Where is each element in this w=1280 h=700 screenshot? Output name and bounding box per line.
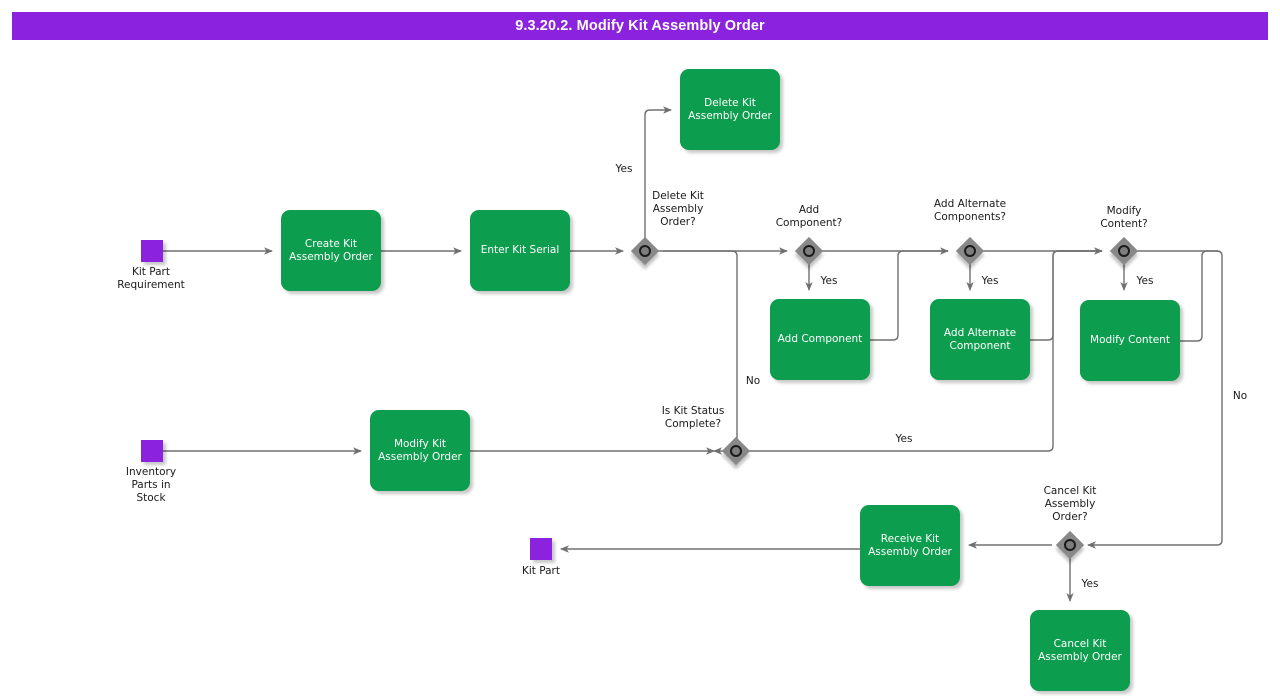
gateway-event-ring-icon <box>730 445 742 457</box>
gateway-label-delete-kit-assembly-order: Delete Kit Assembly Order? <box>652 190 704 228</box>
flow-label-yes-modify-content: Yes <box>1136 275 1154 287</box>
edge-modify-task-to-cancel-gateway <box>1180 250 1218 342</box>
task-add-component[interactable]: Add Component <box>770 299 870 380</box>
flow-label-yes-kit-status: Yes <box>895 433 913 445</box>
flow-label-no-delete: No <box>745 375 761 387</box>
gateway-event-ring-icon <box>1064 539 1076 551</box>
task-label-modify-content: Modify Content <box>1090 334 1170 346</box>
task-enter-kit-serial[interactable]: Enter Kit Serial <box>470 210 570 291</box>
task-modify-kit-assembly-order[interactable]: Modify Kit Assembly Order <box>370 410 470 491</box>
data-object-kit-part[interactable] <box>530 538 552 560</box>
task-label-add-component: Add Component <box>777 333 863 345</box>
data-object-kit-part-requirement[interactable] <box>141 240 163 262</box>
gateway-event-ring-icon <box>964 245 976 257</box>
gateway-add-component[interactable] <box>794 236 824 266</box>
gateway-label-modify-content: Modify Content? <box>1100 205 1148 230</box>
task-receive-kit-assembly-order[interactable]: Receive Kit Assembly Order <box>860 505 960 586</box>
gateway-is-kit-status-complete[interactable] <box>721 436 751 466</box>
task-label-modify-kit-assembly-order: Modify Kit Assembly Order <box>378 437 462 463</box>
task-label-create-kit-assembly-order: Create Kit Assembly Order <box>289 237 373 263</box>
gateway-event-ring-icon <box>639 245 651 257</box>
gateway-label-is-kit-status-complete: Is Kit Status Complete? <box>661 405 725 430</box>
gateway-event-ring-icon <box>1118 245 1130 257</box>
task-label-enter-kit-serial: Enter Kit Serial <box>480 244 560 256</box>
gateway-delete-kit-assembly-order[interactable] <box>630 236 660 266</box>
task-label-cancel-kit-assembly-order: Cancel Kit Assembly Order <box>1038 637 1122 663</box>
flow-label-no-modify-content: No <box>1232 390 1248 402</box>
gateway-label-cancel-kit-assembly-order: Cancel Kit Assembly Order? <box>1043 485 1097 523</box>
gateway-cancel-kit-assembly-order[interactable] <box>1055 530 1085 560</box>
flow-label-yes-add-alternate: Yes <box>981 275 999 287</box>
page-title-bar: 9.3.20.2. Modify Kit Assembly Order <box>12 12 1268 40</box>
flow-label-yes-add-component: Yes <box>820 275 838 287</box>
edge-kit-status-yes-to-modify-gateway <box>749 250 1102 452</box>
edge-delete-gateway-to-delete-task <box>644 106 672 238</box>
task-label-receive-kit-assembly-order: Receive Kit Assembly Order <box>868 532 952 558</box>
task-cancel-kit-assembly-order[interactable]: Cancel Kit Assembly Order <box>1030 610 1130 691</box>
data-object-label-inventory-parts-in-stock: Inventory Parts in Stock <box>125 466 177 504</box>
flow-label-yes-cancel: Yes <box>1081 578 1099 590</box>
gateway-event-ring-icon <box>803 245 815 257</box>
page-title: 9.3.20.2. Modify Kit Assembly Order <box>515 18 765 34</box>
task-label-delete-kit-assembly-order: Delete Kit Assembly Order <box>688 96 772 122</box>
gateway-add-alternate-components[interactable] <box>955 236 985 266</box>
task-label-add-alternate-component: Add Alternate Component <box>943 326 1017 352</box>
task-delete-kit-assembly-order[interactable]: Delete Kit Assembly Order <box>680 69 780 150</box>
data-object-label-kit-part: Kit Part <box>522 565 560 577</box>
task-modify-content[interactable]: Modify Content <box>1080 300 1180 381</box>
edge-modify-gateway-no-to-cancel-gateway <box>1087 250 1223 549</box>
edge-add-component-to-alt-gateway <box>870 250 948 341</box>
task-add-alternate-component[interactable]: Add Alternate Component <box>930 299 1030 380</box>
data-object-inventory-parts-in-stock[interactable] <box>141 440 163 462</box>
gateway-label-add-alternate-components: Add Alternate Components? <box>933 198 1007 223</box>
gateway-modify-content[interactable] <box>1109 236 1139 266</box>
data-object-label-kit-part-requirement: Kit Part Requirement <box>117 266 185 291</box>
flow-label-yes-delete: Yes <box>615 163 633 175</box>
task-create-kit-assembly-order[interactable]: Create Kit Assembly Order <box>281 210 381 291</box>
gateway-label-add-component: Add Component? <box>775 204 843 229</box>
